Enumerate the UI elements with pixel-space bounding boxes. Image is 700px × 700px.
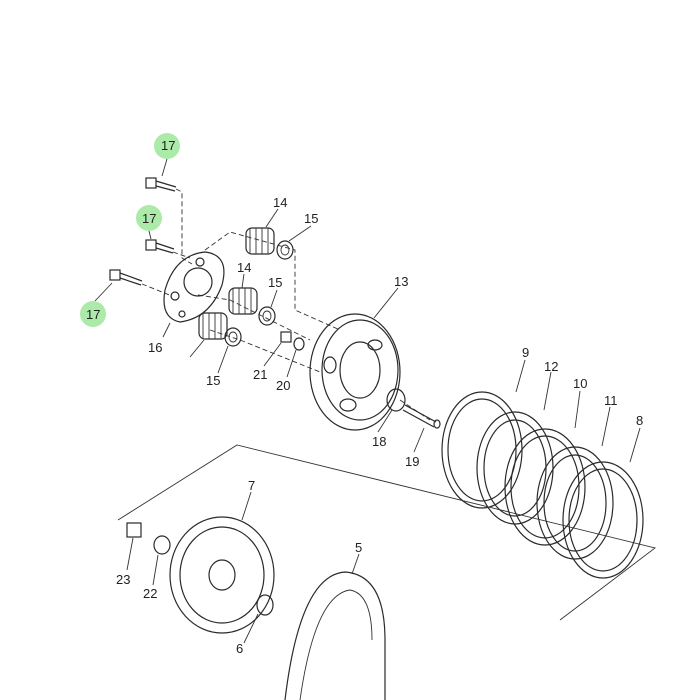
highlight-marker-17b[interactable] [136,205,162,231]
callout-13[interactable]: 13 [394,274,408,289]
callout-15[interactable]: 15 [304,211,318,226]
spring-14c[interactable] [198,312,228,340]
callout-10[interactable]: 10 [573,376,587,391]
callout-17[interactable]: 17 [86,307,100,322]
callout-15[interactable]: 15 [268,275,282,290]
highlight-marker-17a[interactable] [154,133,180,159]
axis-line [141,283,173,297]
nut-23[interactable] [126,522,142,538]
lock-washer-22[interactable] [153,535,171,555]
nut-21[interactable] [280,331,292,343]
callout-20[interactable]: 20 [276,378,290,393]
callout-21[interactable]: 21 [253,367,267,382]
pressure-plate-16[interactable] [163,251,225,323]
callout-22[interactable]: 22 [143,586,157,601]
callout-17[interactable]: 17 [161,138,175,153]
highlight-marker-17c[interactable] [80,301,106,327]
callout-8[interactable]: 8 [636,413,643,428]
group-outline [117,444,657,621]
push-rod-19[interactable] [402,404,441,429]
axis-line [197,294,311,341]
axis-line [209,329,321,373]
callout-19[interactable]: 19 [405,454,419,469]
callout-12[interactable]: 12 [544,359,558,374]
callout-5[interactable]: 5 [355,540,362,555]
spring-14a[interactable] [245,227,275,255]
washer-20[interactable] [293,337,305,351]
washer-18[interactable] [386,388,406,412]
primary-driven-gear-7[interactable] [169,516,275,634]
leader-17a [161,158,168,177]
callout-14[interactable]: 14 [237,260,251,275]
bolt-17b[interactable] [145,239,175,254]
spring-14b[interactable] [228,287,258,315]
callout-17[interactable]: 17 [142,211,156,226]
clutch-plate-11[interactable] [536,446,614,560]
callout-14[interactable]: 14 [273,195,287,210]
callout-23[interactable]: 23 [116,572,130,587]
washer-15b[interactable] [258,306,276,326]
washer-15a[interactable] [276,240,294,260]
leader-17c [94,282,113,302]
washer-15c[interactable] [224,327,242,347]
axis-line [175,188,193,265]
callout-7[interactable]: 7 [248,478,255,493]
callout-9[interactable]: 9 [522,345,529,360]
callout-11[interactable]: 11 [604,393,618,408]
callout-16[interactable]: 16 [148,340,162,355]
leader-lines [126,208,641,644]
friction-plate-9[interactable] [441,391,523,509]
leader-17b [148,230,152,240]
bolt-17c[interactable] [109,269,143,286]
clutch-plate-12[interactable] [476,411,554,525]
washer-6[interactable] [256,594,274,616]
callout-15[interactable]: 15 [206,373,220,388]
callout-6[interactable]: 6 [236,641,243,656]
axis-line [172,251,191,259]
friction-plate-8[interactable] [562,461,644,579]
axis-line [204,231,341,331]
clutch-housing-5[interactable] [284,571,386,700]
bolt-17a[interactable] [145,177,177,192]
clutch-boss-13[interactable] [309,313,401,431]
callout-18[interactable]: 18 [372,434,386,449]
